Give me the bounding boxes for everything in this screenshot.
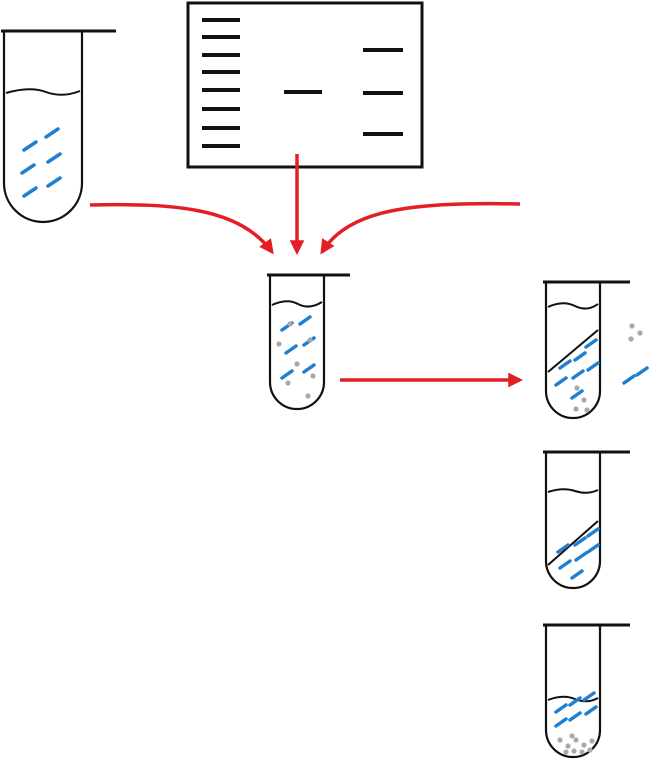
dna-fragment-icon	[20, 163, 36, 175]
magnetic-bead-icon	[294, 361, 300, 367]
magnetic-bead-icon	[573, 406, 579, 412]
dna-fragment-icon	[570, 389, 584, 400]
pellet-line	[547, 695, 599, 703]
magnetic-bead-icon	[276, 341, 282, 347]
magnetic-bead-icon	[563, 749, 569, 755]
magnetic-bead-icon	[573, 737, 579, 743]
test-tube-icon	[1, 29, 116, 224]
dna-fragment-icon	[570, 569, 584, 580]
gel-frame	[186, 1, 424, 169]
dna-fragment-icon	[44, 127, 60, 139]
magnetic-bead-icon	[565, 743, 571, 749]
magnetic-bead-icon	[305, 393, 311, 399]
arrow-from-right-source	[320, 201, 521, 255]
magnetic-bead-icon	[581, 742, 587, 748]
dna-fragment-icon	[635, 366, 649, 377]
magnetic-bead-icon	[569, 733, 575, 739]
dna-fragment-icon	[584, 338, 598, 349]
magnetic-bead-icon	[584, 407, 590, 413]
magnetic-bead-icon	[579, 749, 585, 755]
magnetic-bead-icon	[557, 737, 563, 743]
magnetic-bead-icon	[587, 747, 593, 753]
magnetic-bead-icon	[571, 748, 577, 754]
dna-fragment-icon	[302, 363, 316, 374]
dna-fragment-icon	[554, 717, 568, 728]
dna-fragment-icon	[280, 369, 294, 380]
dna-fragment-icon	[568, 696, 582, 707]
gel-electrophoresis-icon	[186, 1, 424, 169]
liquid-surface	[5, 88, 81, 96]
magnetic-bead-icon	[628, 336, 634, 342]
dna-fragment-icon	[573, 536, 587, 547]
liquid-surface	[271, 300, 323, 308]
test-tube-icon	[543, 280, 630, 420]
separation-line	[547, 520, 599, 566]
liquid-surface	[547, 488, 599, 494]
dna-fragment-icon	[22, 186, 38, 198]
dna-fragment-icon	[586, 361, 600, 372]
dna-fragment-icon	[46, 176, 62, 188]
dna-fragment-icon	[46, 152, 62, 164]
tube-body	[544, 452, 602, 590]
dna-fragment-icon	[558, 359, 572, 370]
tube-body	[268, 275, 326, 411]
dna-fragment-icon	[586, 527, 600, 538]
magnetic-bead-icon	[629, 323, 635, 329]
magnetic-bead-icon	[574, 385, 580, 391]
dna-fragment-icon	[584, 705, 598, 716]
tube-body	[544, 282, 602, 420]
dna-fragment-icon	[586, 543, 600, 554]
magnetic-bead-icon	[637, 330, 643, 336]
dna-fragment-icon	[298, 315, 312, 326]
magnetic-bead-icon	[285, 380, 291, 386]
test-tube-icon	[543, 450, 630, 590]
liquid-surface	[547, 302, 599, 310]
dna-fragment-icon	[582, 691, 596, 702]
dna-fragment-icon	[568, 711, 582, 722]
dna-fragment-icon	[22, 140, 38, 152]
dna-fragment-icon	[554, 703, 568, 714]
gel-bands	[202, 18, 403, 148]
magnetic-bead-icon	[581, 397, 587, 403]
tube-body	[544, 625, 602, 759]
tube-body	[2, 31, 84, 224]
dna-fragment-icon	[573, 351, 587, 362]
separation-line	[547, 329, 599, 373]
test-tube-icon	[543, 623, 630, 759]
test-tube-icon	[267, 273, 350, 411]
dna-fragment-icon	[558, 559, 572, 570]
magnetic-bead-icon	[287, 321, 293, 327]
released-components	[622, 323, 649, 385]
arrows	[89, 154, 523, 388]
dna-fragment-icon	[284, 344, 298, 355]
magnetic-bead-icon	[307, 337, 313, 343]
dna-fragment-icon	[556, 543, 570, 554]
dna-fragment-icon	[554, 376, 568, 387]
magnetic-bead-icon	[589, 738, 595, 744]
dna-fragment-icon	[622, 374, 636, 385]
magnetic-bead-icon	[310, 373, 316, 379]
tubes	[1, 29, 649, 759]
dna-fragment-icon	[571, 369, 585, 380]
arrow-from-starting-tube	[89, 202, 274, 255]
dna-fragment-icon	[574, 551, 588, 562]
